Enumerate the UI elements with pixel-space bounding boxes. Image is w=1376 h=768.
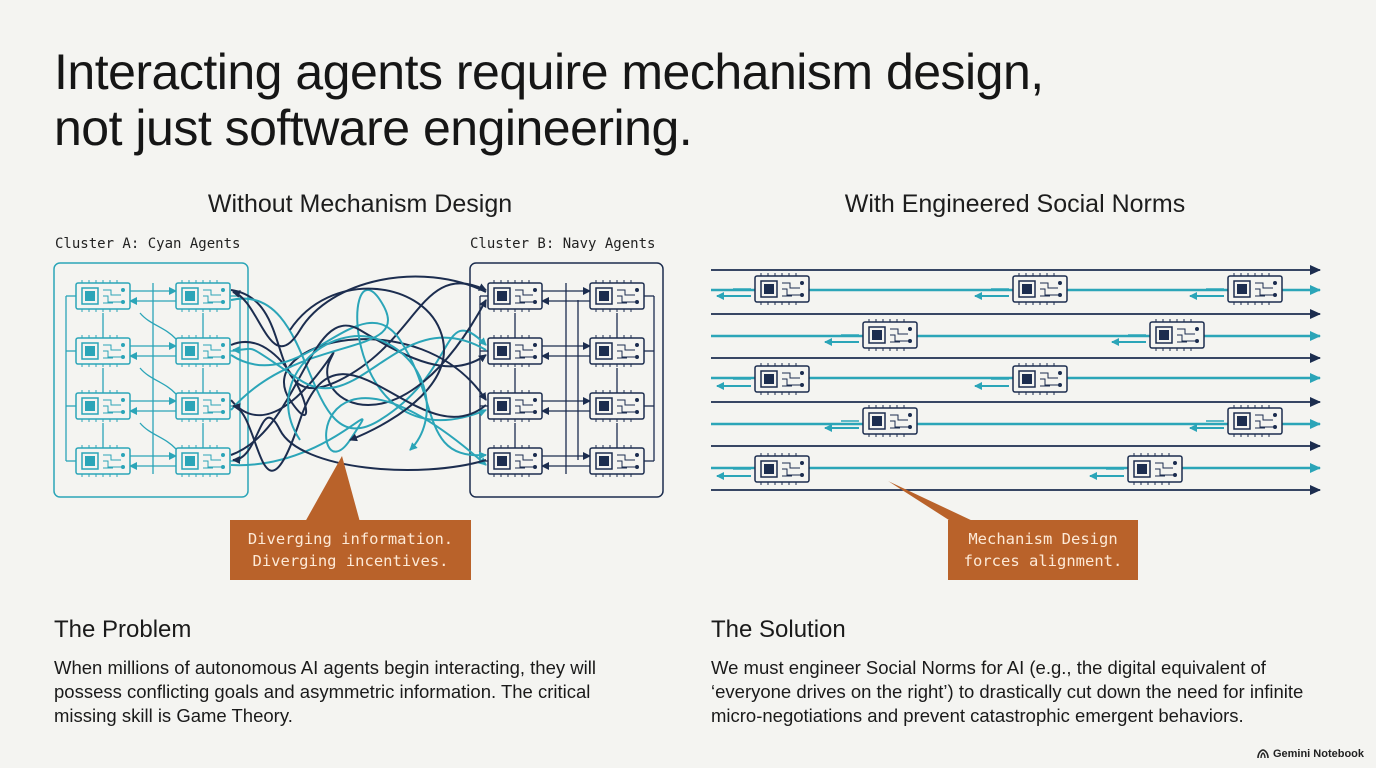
cluster-b-label: Cluster B: Navy Agents <box>470 236 656 252</box>
left-panel-title: Without Mechanism Design <box>207 190 513 218</box>
aligned-agent-8 <box>862 405 918 437</box>
aligned-agent-1 <box>754 273 810 305</box>
problem-line-2: possess conflicting goals and asymmetric… <box>54 681 591 702</box>
cluster-a-wiring <box>65 283 241 474</box>
tangled-connections <box>230 275 487 472</box>
cluster-b-wiring <box>479 283 655 474</box>
aligned-agent-7 <box>1012 363 1068 395</box>
problem-text: When millions of autonomous AI agents be… <box>54 656 596 728</box>
tangle-line-13 <box>289 287 445 442</box>
tangle-line-9 <box>232 275 487 348</box>
right-callout-line-1: Mechanism Design <box>968 530 1118 548</box>
page-title-line-2: not just software engineering. <box>54 100 693 156</box>
cyan-agent-4 <box>175 335 231 367</box>
page-title-line-1: Interacting agents require mechanism des… <box>54 44 1044 100</box>
tangle-line-8 <box>230 397 487 467</box>
right-panel-title: With Engineered Social Norms <box>844 190 1186 218</box>
solution-text: We must engineer Social Norms for AI (e.… <box>711 656 1303 728</box>
tangle-line-12 <box>232 416 487 471</box>
left-callout-pointer <box>305 456 360 522</box>
aligned-agent-9 <box>1227 405 1283 437</box>
left-callout: Diverging information. Diverging incenti… <box>230 520 471 580</box>
tangle-line-10 <box>232 336 487 390</box>
problem-line-3: missing skill is Game Theory. <box>54 705 293 726</box>
cluster-b-agents <box>487 280 645 477</box>
left-callout-line-2: Diverging incentives. <box>252 552 449 570</box>
tangle-line-7 <box>230 324 487 456</box>
solution-line-2: ‘everyone drives on the right’) to drast… <box>711 681 1304 702</box>
cyan-agent-5 <box>75 390 131 422</box>
navy-agent-4 <box>589 335 645 367</box>
tangle-line-6 <box>230 289 487 421</box>
aligned-agent-5 <box>1149 319 1205 351</box>
solution-heading: The Solution <box>711 616 846 643</box>
aligned-agent-3 <box>1227 273 1283 305</box>
cluster-a-box <box>53 262 249 498</box>
navy-agent-8 <box>589 445 645 477</box>
aligned-agent-10 <box>754 453 810 485</box>
problem-heading: The Problem <box>54 616 192 643</box>
notebook-logo-icon <box>1257 749 1269 759</box>
cyan-agent-8 <box>175 445 231 477</box>
navy-agent-5 <box>487 390 543 422</box>
aligned-agent-6 <box>754 363 810 395</box>
navy-agent-7 <box>487 445 543 477</box>
cyan-agent-2 <box>175 280 231 312</box>
page-title: Interacting agents require mechanism des… <box>54 44 1044 156</box>
navy-agent-3 <box>487 335 543 367</box>
cyan-agent-1 <box>75 280 131 312</box>
tangle-line-4 <box>230 322 487 460</box>
left-callout-line-1: Diverging information. <box>247 530 454 548</box>
cyan-agent-7 <box>75 445 131 477</box>
aligned-agents <box>716 273 1283 485</box>
navy-agent-2 <box>589 280 645 312</box>
right-callout-line-2: forces alignment. <box>963 552 1123 570</box>
solution-line-3: micro-negotiations and prevent catastrop… <box>711 705 1244 726</box>
aligned-agent-2 <box>1012 273 1068 305</box>
cluster-a-agents <box>75 280 231 477</box>
tangle-line-2 <box>230 297 487 430</box>
footer-brand-label: Gemini Notebook <box>1272 748 1364 760</box>
solution-line-1: We must engineer Social Norms for AI (e.… <box>711 657 1266 678</box>
problem-line-1: When millions of autonomous AI agents be… <box>54 657 596 678</box>
right-callout-pointer <box>888 481 975 522</box>
right-callout: Mechanism Design forces alignment. <box>948 520 1138 580</box>
cyan-agent-6 <box>175 390 231 422</box>
tangle-line-1 <box>230 282 487 389</box>
aligned-agent-4 <box>862 319 918 351</box>
navy-agent-6 <box>589 390 645 422</box>
footer-brand: Gemini Notebook <box>1257 748 1364 760</box>
cluster-a-label: Cluster A: Cyan Agents <box>55 236 241 252</box>
tangle-line-14 <box>287 335 428 451</box>
aligned-agent-11 <box>1127 453 1183 485</box>
cyan-agent-3 <box>75 335 131 367</box>
navy-agent-1 <box>487 280 543 312</box>
